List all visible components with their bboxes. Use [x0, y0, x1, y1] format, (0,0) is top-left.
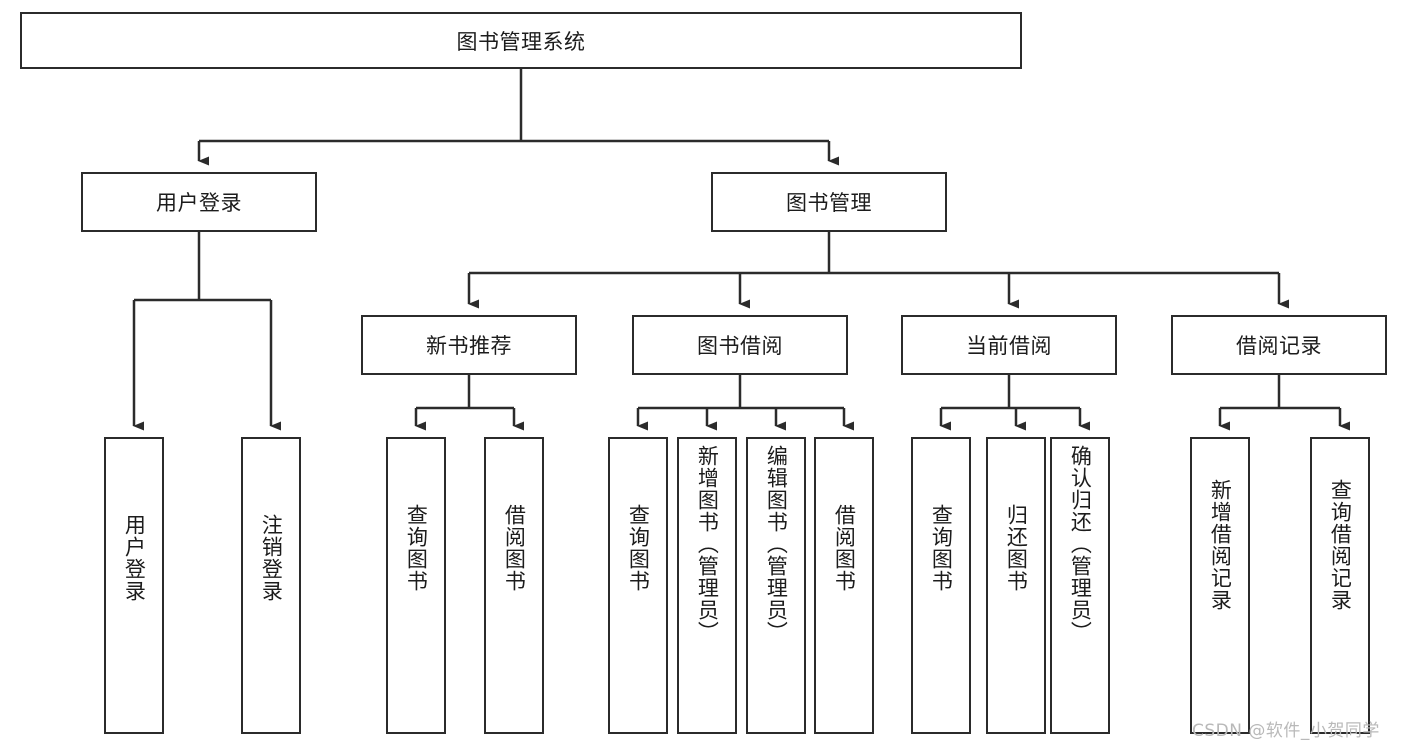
node-new-book-recommend[interactable]: 新书推荐 — [361, 315, 577, 375]
node-book-management-label: 图书管理 — [786, 191, 872, 215]
node-leaf-edit-book-label: 编辑图书（管理员） — [764, 445, 789, 643]
node-leaf-logout-label: 注销登录 — [259, 514, 284, 602]
node-leaf-query-book-cur[interactable]: 查询图书 — [911, 437, 971, 734]
node-current-borrow[interactable]: 当前借阅 — [901, 315, 1117, 375]
node-leaf-query-book-borrow[interactable]: 查询图书 — [608, 437, 668, 734]
csdn-watermark: CSDN @软件_小贺同学 — [1192, 721, 1380, 741]
node-leaf-borrow-book-rec-label: 借阅图书 — [502, 504, 527, 592]
node-leaf-confirm-return-label: 确认归还（管理员） — [1068, 445, 1093, 643]
node-current-borrow-label: 当前借阅 — [966, 334, 1052, 358]
node-root[interactable]: 图书管理系统 — [20, 12, 1022, 69]
node-leaf-add-record[interactable]: 新增借阅记录 — [1190, 437, 1250, 734]
node-leaf-query-book-cur-label: 查询图书 — [929, 504, 954, 592]
node-leaf-add-book[interactable]: 新增图书（管理员） — [677, 437, 737, 734]
node-leaf-return-book-label: 归还图书 — [1004, 504, 1029, 592]
node-user-login[interactable]: 用户登录 — [81, 172, 317, 232]
node-root-label: 图书管理系统 — [456, 29, 586, 54]
node-leaf-user-login-label: 用户登录 — [122, 514, 147, 602]
node-leaf-add-record-label: 新增借阅记录 — [1208, 479, 1233, 611]
node-leaf-edit-book[interactable]: 编辑图书（管理员） — [746, 437, 806, 734]
node-leaf-add-book-label: 新增图书（管理员） — [695, 445, 720, 643]
node-book-management[interactable]: 图书管理 — [711, 172, 947, 232]
node-leaf-logout[interactable]: 注销登录 — [241, 437, 301, 734]
node-borrow-record-label: 借阅记录 — [1236, 334, 1322, 358]
node-leaf-query-record-label: 查询借阅记录 — [1328, 479, 1353, 611]
node-borrow-record[interactable]: 借阅记录 — [1171, 315, 1387, 375]
node-leaf-borrow-book-rec[interactable]: 借阅图书 — [484, 437, 544, 734]
node-leaf-borrow-book-label: 借阅图书 — [832, 504, 857, 592]
node-leaf-query-record[interactable]: 查询借阅记录 — [1310, 437, 1370, 734]
node-leaf-query-book-rec-label: 查询图书 — [404, 504, 429, 592]
node-leaf-confirm-return[interactable]: 确认归还（管理员） — [1050, 437, 1110, 734]
node-leaf-borrow-book[interactable]: 借阅图书 — [814, 437, 874, 734]
node-leaf-query-book-borrow-label: 查询图书 — [626, 504, 651, 592]
node-book-borrow[interactable]: 图书借阅 — [632, 315, 848, 375]
node-leaf-query-book-rec[interactable]: 查询图书 — [386, 437, 446, 734]
node-leaf-return-book[interactable]: 归还图书 — [986, 437, 1046, 734]
node-leaf-user-login[interactable]: 用户登录 — [104, 437, 164, 734]
node-new-book-recommend-label: 新书推荐 — [426, 334, 512, 358]
node-user-login-label: 用户登录 — [156, 191, 242, 215]
node-book-borrow-label: 图书借阅 — [697, 334, 783, 358]
